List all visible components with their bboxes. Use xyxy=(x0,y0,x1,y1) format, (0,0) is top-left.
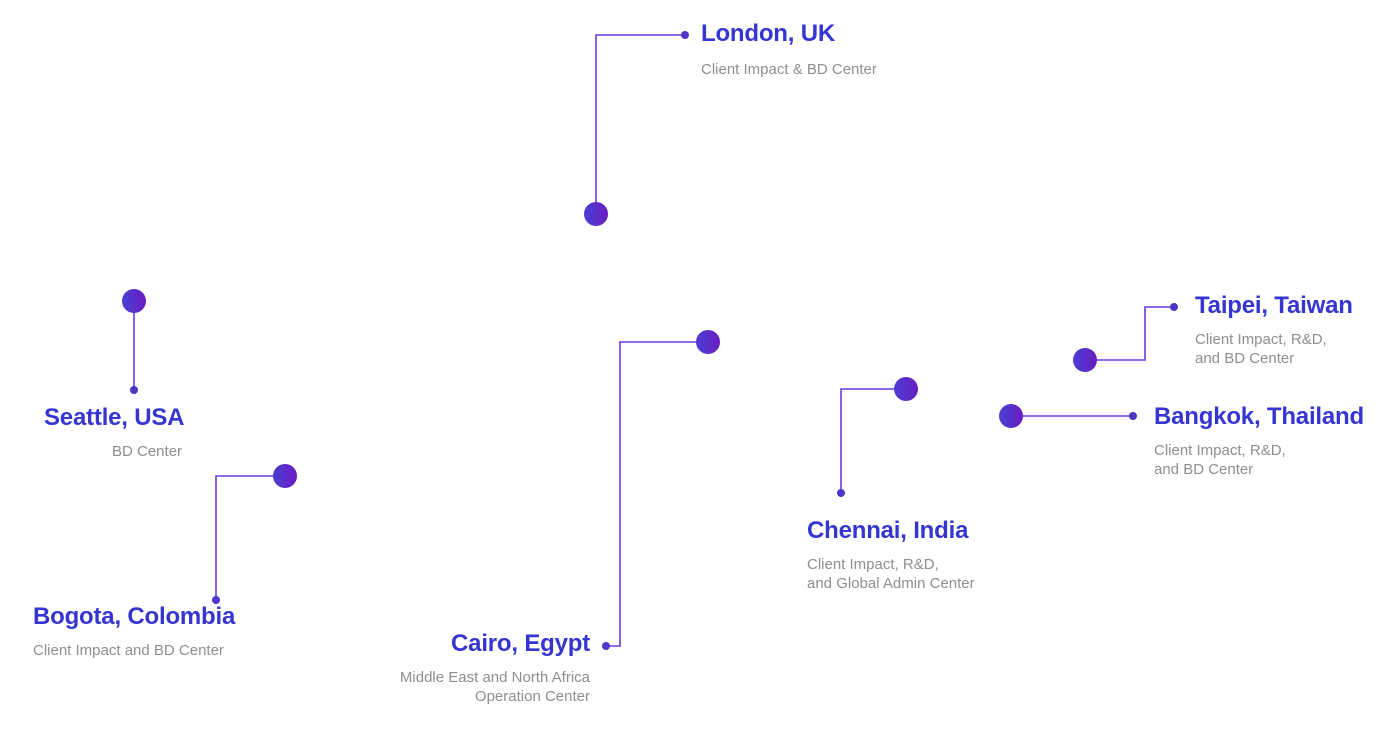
location-marker-bangkok[interactable] xyxy=(999,404,1023,428)
description-line: Client Impact, R&D, xyxy=(807,556,939,573)
connector-end-dot xyxy=(212,596,220,604)
location-marker-london[interactable] xyxy=(584,202,608,226)
location-taipei: Taipei, Taiwan Client Impact, R&D, and B… xyxy=(1195,292,1353,368)
description-line: Middle East and North Africa xyxy=(399,669,590,686)
location-title[interactable]: London, UK xyxy=(701,20,835,47)
connector-seattle xyxy=(122,289,146,394)
location-london: London, UK Client Impact & BD Center xyxy=(701,20,877,79)
location-marker-taipei[interactable] xyxy=(1073,348,1097,372)
location-marker-seattle[interactable] xyxy=(122,289,146,313)
description-line: Client Impact, R&D, xyxy=(1195,331,1327,348)
connector-end-dot xyxy=(602,642,610,650)
description-line: and Global Admin Center xyxy=(807,575,975,592)
location-title[interactable]: Cairo, Egypt xyxy=(451,630,590,657)
description-line: Operation Center xyxy=(474,688,590,705)
location-description: Client Impact, R&D, and Global Admin Cen… xyxy=(807,555,975,593)
description-line: Client Impact, R&D, xyxy=(1154,442,1286,459)
connector-bangkok xyxy=(999,404,1137,428)
location-title[interactable]: Bogota, Colombia xyxy=(33,603,236,630)
location-description: BD Center xyxy=(112,443,183,460)
location-description: Middle East and North Africa Operation C… xyxy=(400,668,590,706)
location-marker-cairo[interactable] xyxy=(696,330,720,354)
location-cairo: Cairo, Egypt Middle East and North Afric… xyxy=(400,630,590,706)
connector-bogota xyxy=(212,464,297,604)
location-title[interactable]: Taipei, Taiwan xyxy=(1195,292,1353,319)
connector-end-dot xyxy=(837,489,845,497)
location-description: Client Impact, R&D, and BD Center xyxy=(1154,441,1364,479)
location-marker-bogota[interactable] xyxy=(273,464,297,488)
location-bangkok: Bangkok, Thailand Client Impact, R&D, an… xyxy=(1154,403,1364,479)
connector-cairo xyxy=(602,330,720,650)
connector-chennai xyxy=(837,377,918,497)
location-chennai: Chennai, India Client Impact, R&D, and G… xyxy=(807,517,975,593)
connector-london xyxy=(584,31,689,226)
connector-end-dot xyxy=(130,386,138,394)
description-line: and BD Center xyxy=(1154,461,1254,478)
location-description: Client Impact and BD Center xyxy=(33,642,224,659)
location-title[interactable]: Bangkok, Thailand xyxy=(1154,403,1364,430)
description-line: and BD Center xyxy=(1195,350,1295,367)
connector-taipei xyxy=(1073,303,1178,372)
connector-end-dot xyxy=(681,31,689,39)
connector-end-dot xyxy=(1170,303,1178,311)
location-bogota: Bogota, Colombia Client Impact and BD Ce… xyxy=(33,603,235,660)
location-title[interactable]: Seattle, USA xyxy=(44,404,185,431)
connector-end-dot xyxy=(1129,412,1137,420)
location-description: Client Impact & BD Center xyxy=(701,61,877,78)
location-seattle: Seattle, USA BD Center xyxy=(44,404,185,461)
location-description: Client Impact, R&D, and BD Center xyxy=(1195,330,1353,368)
location-marker-chennai[interactable] xyxy=(894,377,918,401)
location-title[interactable]: Chennai, India xyxy=(807,517,969,544)
